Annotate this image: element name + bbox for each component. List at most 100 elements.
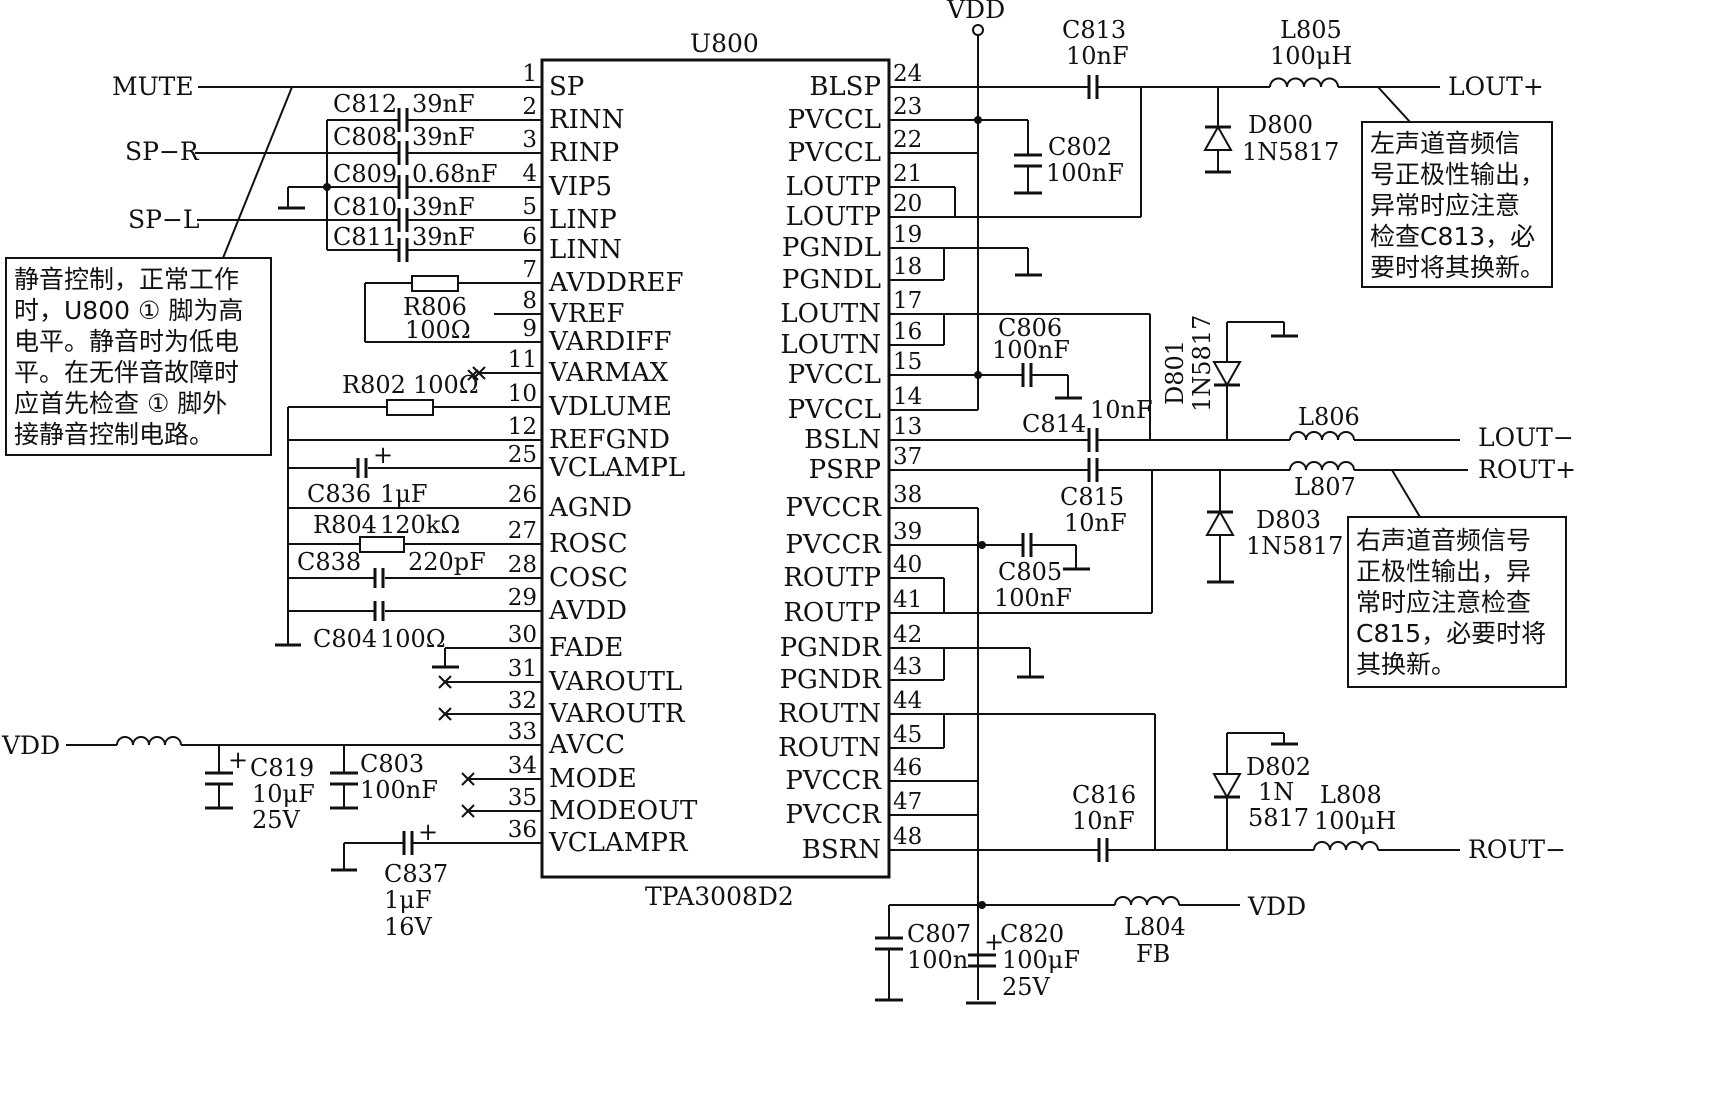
left-pin-number: 25: [508, 442, 537, 468]
c837-plus: +: [418, 818, 438, 846]
note-line: 其换新。: [1356, 650, 1456, 679]
right-pin-name: PGNDR: [780, 665, 883, 695]
right-pin-name: PVCCL: [788, 395, 881, 425]
left-pin-number: 2: [522, 94, 537, 120]
c820-volt: 25V: [1002, 973, 1051, 1001]
c820-ref: C820: [1000, 920, 1064, 948]
c803-ref: C803: [360, 750, 424, 778]
c807-val: 100n: [907, 946, 968, 974]
right-pin-number: 21: [893, 161, 922, 187]
right-pin-number: 42: [893, 622, 922, 648]
c836-val: 1μF: [380, 480, 428, 508]
l807-ref: L807: [1294, 473, 1356, 501]
r802-val: 100Ω: [413, 371, 479, 399]
c819-val: 10μF: [252, 780, 315, 808]
left-pin-name: AVDD: [548, 596, 627, 626]
right-pin-number: 16: [893, 319, 922, 345]
r806-network: [364, 275, 542, 343]
left-pin-name: RINN: [549, 105, 624, 135]
right-pin-number: 45: [893, 722, 922, 748]
l806-ref: L806: [1298, 403, 1360, 431]
right-pin-name: PVCCR: [785, 800, 882, 830]
net-sp-l: SP−L: [128, 205, 200, 234]
note-line: 应首先检查 ① 脚外: [14, 389, 227, 418]
c808-ref: C808: [333, 123, 397, 151]
left-note-box: [1361, 121, 1553, 288]
c836-ref: C836: [307, 480, 371, 508]
right-pin-number: 41: [893, 587, 922, 613]
left-pin-name: VARDIFF: [548, 327, 672, 357]
left-pin-number: 34: [508, 753, 537, 779]
net-mute: MUTE: [112, 72, 194, 101]
c814-ref: C814: [1022, 410, 1086, 438]
left-pin-name: VARMAX: [548, 358, 669, 388]
r804-ref: R804: [313, 511, 377, 539]
d802-ref: D802: [1246, 753, 1311, 781]
right-pin-number: 40: [893, 552, 922, 578]
c803-val: 100nF: [360, 776, 438, 804]
note-line: 常时应注意检查: [1356, 588, 1531, 617]
right-channel-network: [875, 458, 1468, 1005]
right-pin-number: 23: [893, 94, 922, 120]
right-pin-number: 20: [893, 191, 922, 217]
c813-val: 10nF: [1066, 42, 1129, 70]
d803-val: 1N5817: [1246, 532, 1343, 560]
c819-plus: +: [228, 746, 248, 774]
right-pin-name: PVCCL: [788, 360, 881, 390]
left-pin-number: 35: [508, 785, 537, 811]
c816-ref: C816: [1072, 781, 1136, 809]
note-line: 时，U800 ① 脚为高: [14, 296, 243, 325]
c809-ref: C809: [333, 160, 397, 188]
left-pin-number: 27: [508, 518, 537, 544]
right-pin-name: PVCCL: [788, 138, 881, 168]
pins-30-32: [432, 647, 542, 721]
left-pin-number: 31: [508, 656, 537, 682]
d803-ref: D803: [1256, 506, 1321, 534]
right-pin-number: 15: [893, 349, 922, 375]
left-pin-number: 9: [522, 316, 537, 342]
right-pin-number: 48: [893, 824, 922, 850]
right-pin-name: LOUTN: [780, 330, 881, 360]
l805-ref: L805: [1280, 16, 1342, 44]
c802-ref: C802: [1048, 133, 1112, 161]
c820-val: 100μF: [1002, 946, 1080, 974]
left-pin-name: MODE: [549, 764, 637, 794]
left-pin-name: SP: [549, 72, 584, 102]
right-pin-name: LOUTP: [786, 172, 881, 202]
left-pin-number: 12: [508, 414, 537, 440]
right-pin-number: 44: [893, 688, 922, 714]
c815-ref: C815: [1060, 483, 1124, 511]
left-pin-number: 6: [522, 224, 537, 250]
left-pin-name: VCLAMPL: [548, 453, 685, 483]
c819-ref: C819: [250, 754, 314, 782]
note-line: 接静音控制电路。: [14, 420, 214, 449]
d800-ref: D800: [1248, 111, 1313, 139]
left-pin-number: 36: [508, 817, 537, 843]
right-pin-number: 43: [893, 654, 922, 680]
avcc-filter: [66, 736, 542, 810]
r802-ref: R802: [342, 371, 406, 399]
pins-34-36: [331, 772, 542, 872]
left-pin-name: VDLUME: [548, 392, 672, 422]
right-pin-name: LOUTN: [780, 299, 881, 329]
right-note-box: [1347, 516, 1567, 688]
net-rout-n: ROUT−: [1468, 835, 1566, 864]
c812-val: 39nF: [412, 90, 475, 118]
right-pin-number: 38: [893, 482, 922, 508]
c807-ref: C807: [907, 920, 971, 948]
l805-val: 100μH: [1270, 42, 1352, 70]
left-pin-name: REFGND: [549, 425, 670, 455]
c804-ref: C804: [313, 625, 377, 653]
note-line: 要时将其换新。: [1370, 253, 1545, 282]
right-pin-number: 19: [893, 222, 922, 248]
c819-volt: 25V: [252, 806, 301, 834]
note-line: 异常时应注意: [1370, 191, 1520, 220]
right-pin-name: ROUTN: [778, 699, 881, 729]
d801-val: 1N5817: [1188, 315, 1216, 412]
right-pin-name: LOUTP: [786, 202, 881, 232]
right-pin-name: ROUTP: [783, 598, 881, 628]
c809-val: 0.68nF: [412, 160, 498, 188]
net-vdd-top: VDD: [946, 0, 1005, 24]
c811-ref: C811: [333, 223, 397, 251]
